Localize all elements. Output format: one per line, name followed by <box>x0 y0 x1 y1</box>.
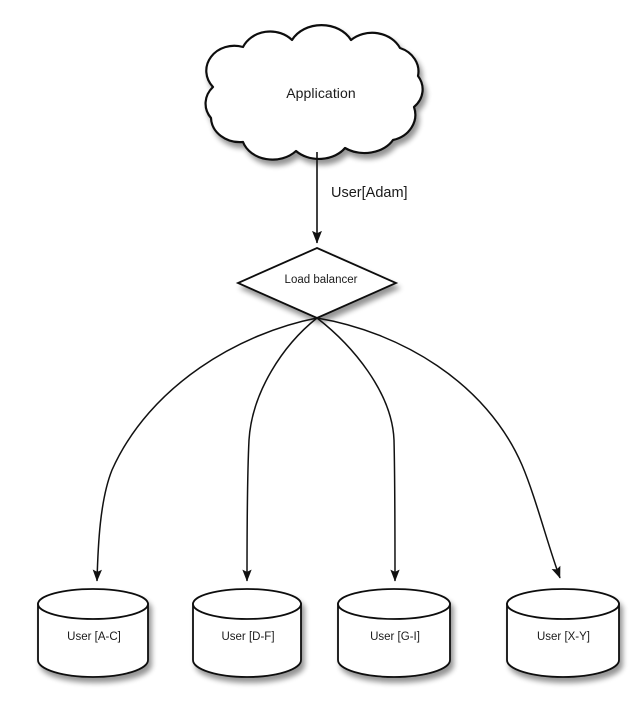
edge-balancer-to-db-2 <box>242 317 318 582</box>
node-cylinder-db-1[interactable] <box>37 588 149 678</box>
node-cylinder-db-3[interactable] <box>337 588 451 678</box>
node-cylinder-db-2[interactable] <box>192 588 302 678</box>
node-cylinder-db-4[interactable] <box>506 588 620 678</box>
edge-balancer-to-db-4 <box>316 317 561 579</box>
edge-balancer-to-db-3 <box>316 317 400 582</box>
edge-label-user-adam: User[Adam] <box>331 185 408 201</box>
cloud-label: Application <box>286 85 356 101</box>
cylinder-label-db-4: User [X-Y] <box>536 631 591 643</box>
cylinder-label-db-3: User [G-I] <box>370 631 420 643</box>
cylinder-label-db-1: User [A-C] <box>67 631 121 643</box>
edge-balancer-to-db-1 <box>92 317 318 582</box>
cylinder-label-db-2: User [D-F] <box>221 631 275 643</box>
diamond-label: Load balancer <box>284 274 358 286</box>
node-cloud-application[interactable] <box>204 24 424 161</box>
